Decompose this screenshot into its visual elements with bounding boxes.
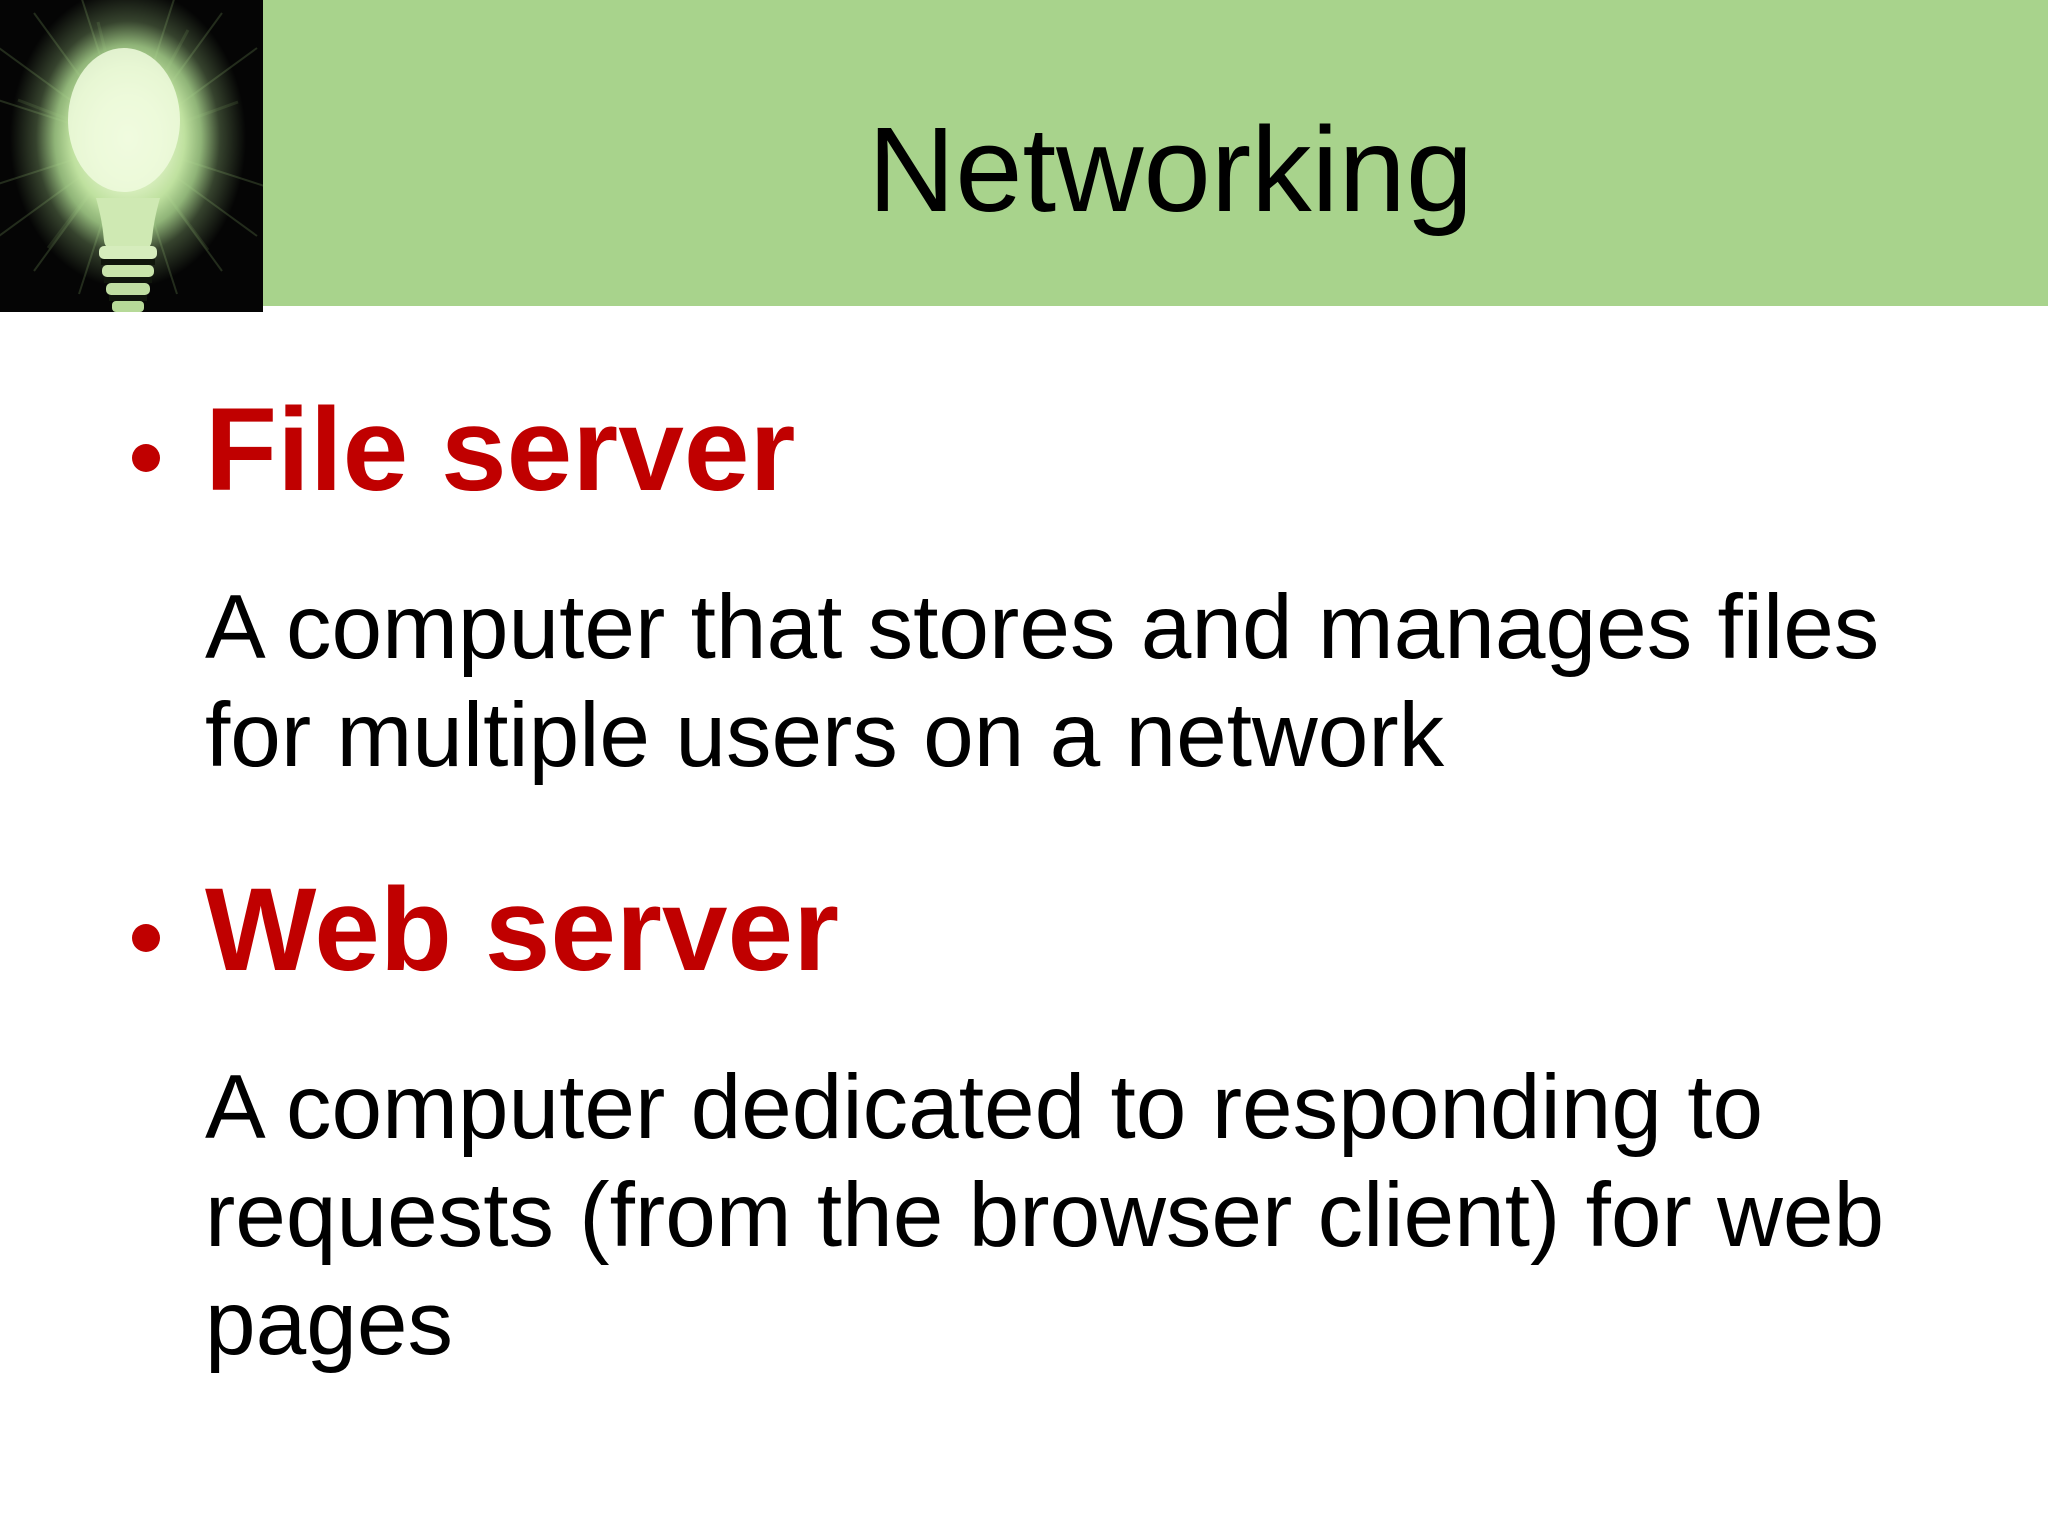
slide-title: Networking (867, 101, 1474, 237)
term-file-server: File server (205, 384, 796, 516)
term-web-server: Web server (205, 864, 840, 996)
bullet-dot-icon (132, 444, 160, 472)
definition-web-server: A computer dedicated to responding to re… (205, 1057, 1885, 1374)
title-bar (0, 0, 2048, 306)
definition-file-server: A computer that stores and manages files… (205, 577, 1880, 786)
bullet-dot-icon (132, 924, 160, 952)
lightbulb-icon (0, 0, 263, 312)
lightbulb-image (0, 0, 263, 312)
